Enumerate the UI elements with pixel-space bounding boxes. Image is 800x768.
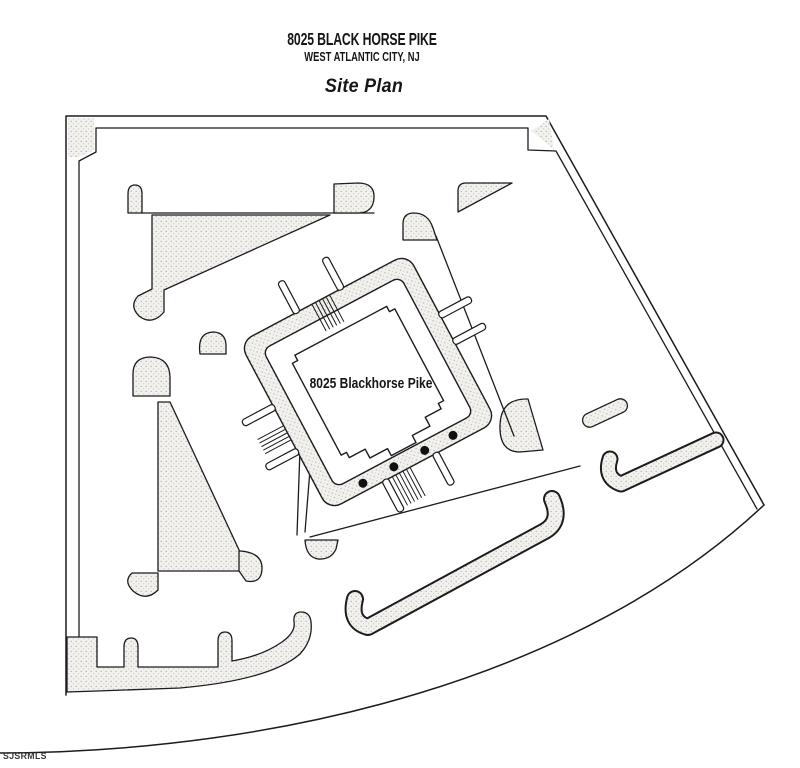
- boundary-corner-stipple: [68, 118, 554, 157]
- building-footprint: [291, 305, 445, 459]
- watermark-label: SJSRMLS: [3, 751, 47, 762]
- address-title: 8025 BLACK HORSE PIKE: [287, 29, 437, 49]
- parking-islands: [66, 182, 725, 693]
- crosswalk-hatch: [257, 295, 426, 506]
- building-pins: [241, 256, 487, 513]
- plan-title: Site Plan: [324, 75, 404, 97]
- road-curve: [0, 504, 765, 754]
- city-subtitle: WEST ATLANTIC CITY, NJ: [304, 49, 420, 64]
- site-dots: [358, 430, 458, 488]
- property-boundary: [65, 115, 765, 696]
- building-label: 8025 Blackhorse Pike: [309, 375, 433, 392]
- building: [241, 256, 493, 513]
